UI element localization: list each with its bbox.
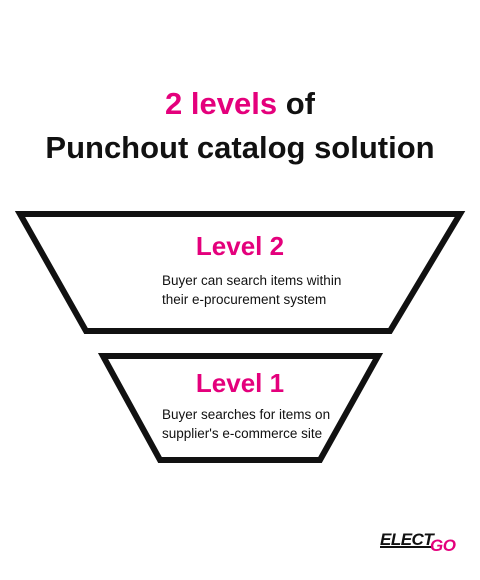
level-1-description-line1: Buyer searches for items on bbox=[162, 407, 331, 422]
title-line2: Punchout catalog solution bbox=[45, 130, 435, 165]
level-2-description-line2: their e-procurement system bbox=[162, 292, 327, 307]
funnel-level-2-shape bbox=[14, 211, 466, 334]
level-1-title: Level 1 bbox=[195, 368, 285, 398]
logo-word-elect: ELECT bbox=[380, 530, 434, 549]
level-2-description-line1: Buyer can search items within bbox=[162, 273, 342, 288]
electgo-logo: ELECT GO bbox=[380, 530, 460, 560]
level-2-title: Level 2 bbox=[195, 231, 285, 261]
funnel-level-1-shape bbox=[97, 353, 384, 463]
logo-word-go: GO bbox=[430, 536, 456, 555]
page-title: 2 levels of Punchout catalog solution bbox=[0, 82, 480, 170]
title-accent: 2 levels bbox=[165, 86, 278, 121]
title-rest: of bbox=[277, 86, 315, 121]
level-1-description-line2: supplier's e-commerce site bbox=[162, 426, 323, 441]
